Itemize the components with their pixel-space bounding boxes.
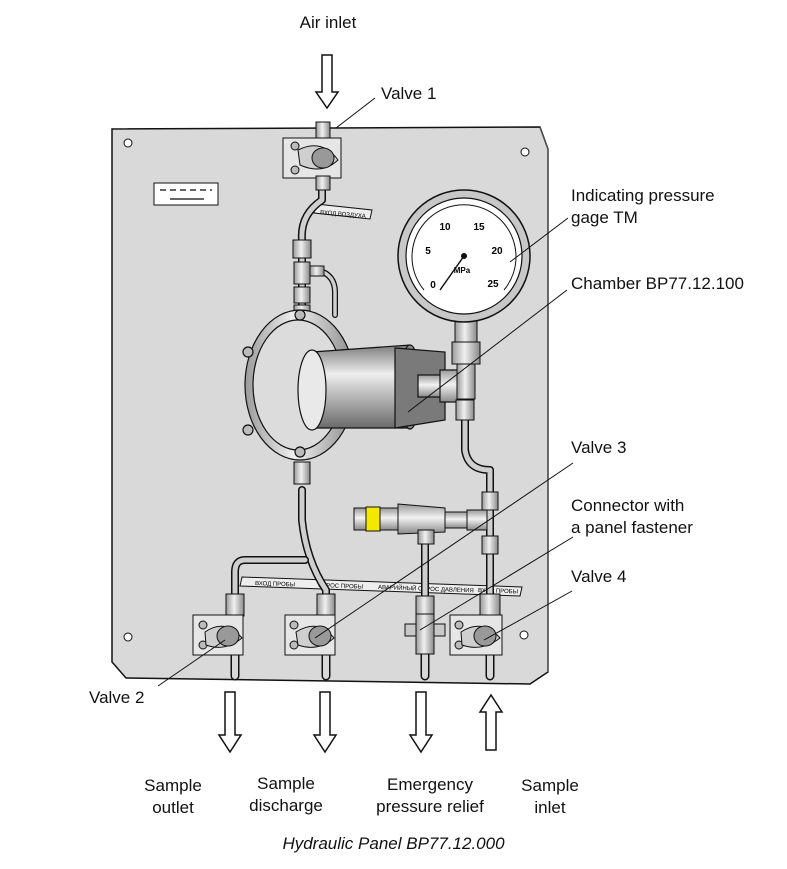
arrow-sample-inlet — [478, 693, 504, 751]
label-valve-1: Valve 1 — [381, 84, 437, 103]
panel-bolt-hole — [520, 147, 530, 157]
strip-label-4: ВХОД ПРОБЫ — [478, 588, 518, 595]
label-relief-line2: pressure relief — [376, 797, 484, 816]
leader-valve-2 — [157, 639, 226, 687]
valve-3 — [284, 614, 336, 656]
leader-valve-1 — [335, 97, 376, 129]
label-air-inlet: Air inlet — [299, 13, 357, 32]
label-sample-inlet-line2: inlet — [534, 798, 566, 817]
strip-label-1: ВХОД ПРОБЫ — [255, 581, 295, 588]
arrow-sample-outlet — [217, 691, 243, 754]
gauge-tick-25: 25 — [487, 279, 499, 290]
pressure-gauge: 0 5 10 15 20 25 MPa — [397, 189, 531, 421]
leader-gage — [509, 217, 569, 263]
figure-caption: Hydraulic Panel BP77.12.000 — [282, 834, 505, 853]
arrow-emergency-relief — [408, 691, 434, 754]
gauge-needle — [439, 255, 465, 291]
piping — [230, 176, 495, 681]
strip-label-2: СБРОС ПРОБЫ — [318, 583, 363, 591]
label-valve-2: Valve 2 — [89, 688, 145, 707]
leader-chamber — [407, 289, 568, 413]
panel-bolt-hole — [123, 632, 133, 642]
valve-1 — [282, 121, 342, 191]
panel-bolt-hole — [123, 138, 133, 148]
label-gage-line2: gage TM — [571, 208, 638, 227]
label-sample-outlet-line2: outlet — [152, 798, 194, 817]
label-sample-inlet-line1: Sample — [521, 776, 579, 795]
leader-connector — [419, 536, 574, 631]
label-sample-outlet-line1: Sample — [144, 776, 202, 795]
label-valve-3: Valve 3 — [571, 438, 627, 457]
leader-valve-4 — [483, 590, 573, 641]
connector-with-fastener — [353, 503, 488, 545]
flow-arrows — [217, 54, 504, 754]
label-connector-line2: a panel fastener — [571, 518, 693, 537]
label-chamber: Chamber BP77.12.100 — [571, 274, 744, 293]
leader-lines — [157, 97, 574, 687]
gauge-tick-5: 5 — [425, 246, 431, 257]
gauge-tick-15: 15 — [473, 222, 485, 233]
label-sample-discharge-line2: discharge — [249, 796, 323, 815]
valve-2 — [192, 614, 244, 656]
arrow-air-inlet — [314, 54, 340, 110]
label-relief-line1: Emergency — [387, 775, 473, 794]
leader-valve-3 — [314, 462, 574, 639]
gauge-unit: MPa — [454, 266, 471, 275]
gauge-tick-10: 10 — [439, 222, 451, 233]
connector-yellow-band — [365, 506, 381, 532]
label-connector-line1: Connector with — [571, 496, 685, 515]
valve-4 — [449, 614, 503, 656]
label-gage-line1: Indicating pressure — [571, 186, 715, 205]
label-sample-discharge-line1: Sample — [257, 774, 315, 793]
chamber — [242, 309, 471, 461]
gauge-tick-0: 0 — [430, 280, 436, 291]
gauge-tick-20: 20 — [491, 246, 503, 257]
label-valve-4: Valve 4 — [571, 567, 627, 586]
air-inlet-tag-text: ВХОД ВОЗДУХА — [320, 210, 366, 220]
arrow-sample-discharge — [312, 691, 338, 754]
nameplate — [153, 182, 219, 206]
panel-bolt-hole — [519, 630, 529, 640]
